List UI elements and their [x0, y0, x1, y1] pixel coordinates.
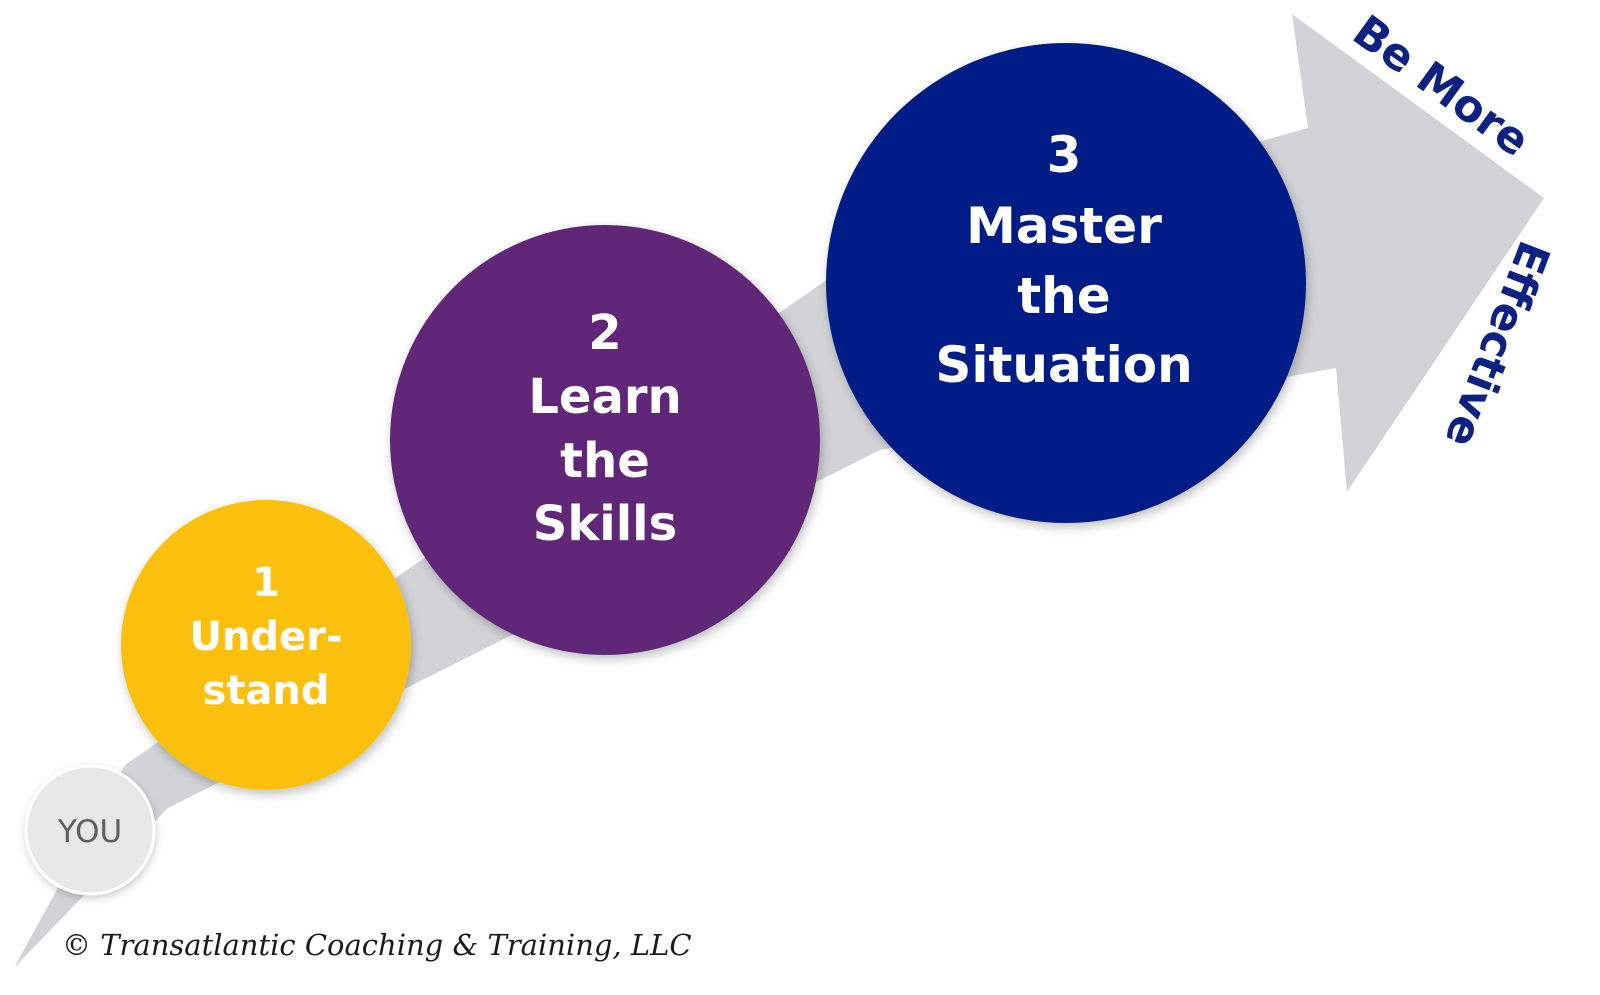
step-2-learn-skills: 2 Learn the Skills [390, 225, 820, 655]
step-1-line-1: Under- [189, 614, 342, 660]
you-label: YOU [57, 814, 122, 850]
step-1-circle [121, 500, 411, 790]
step-3-number: 3 [1047, 126, 1082, 184]
step-2-circle [390, 225, 820, 655]
start-node: YOU [24, 764, 156, 896]
step-3-line-3: Situation [935, 336, 1192, 394]
step-2-number: 2 [588, 305, 621, 361]
step-1-line-2: stand [202, 668, 329, 714]
step-2-line-1: Learn [528, 369, 681, 425]
step-2-line-3: Skills [533, 496, 677, 552]
step-3-line-2: the [1017, 267, 1110, 325]
step-3-line-1: Master [966, 197, 1162, 255]
step-2-line-2: the [560, 433, 650, 489]
step-1-understand: 1 Under- stand [121, 500, 411, 790]
you-circle [24, 764, 156, 896]
step-1-number: 1 [252, 560, 280, 606]
step-3-master-situation: 3 Master the Situation [826, 43, 1306, 523]
step-3-circle [826, 43, 1306, 523]
copyright-notice: © Transatlantic Coaching & Training, LLC [62, 928, 692, 962]
